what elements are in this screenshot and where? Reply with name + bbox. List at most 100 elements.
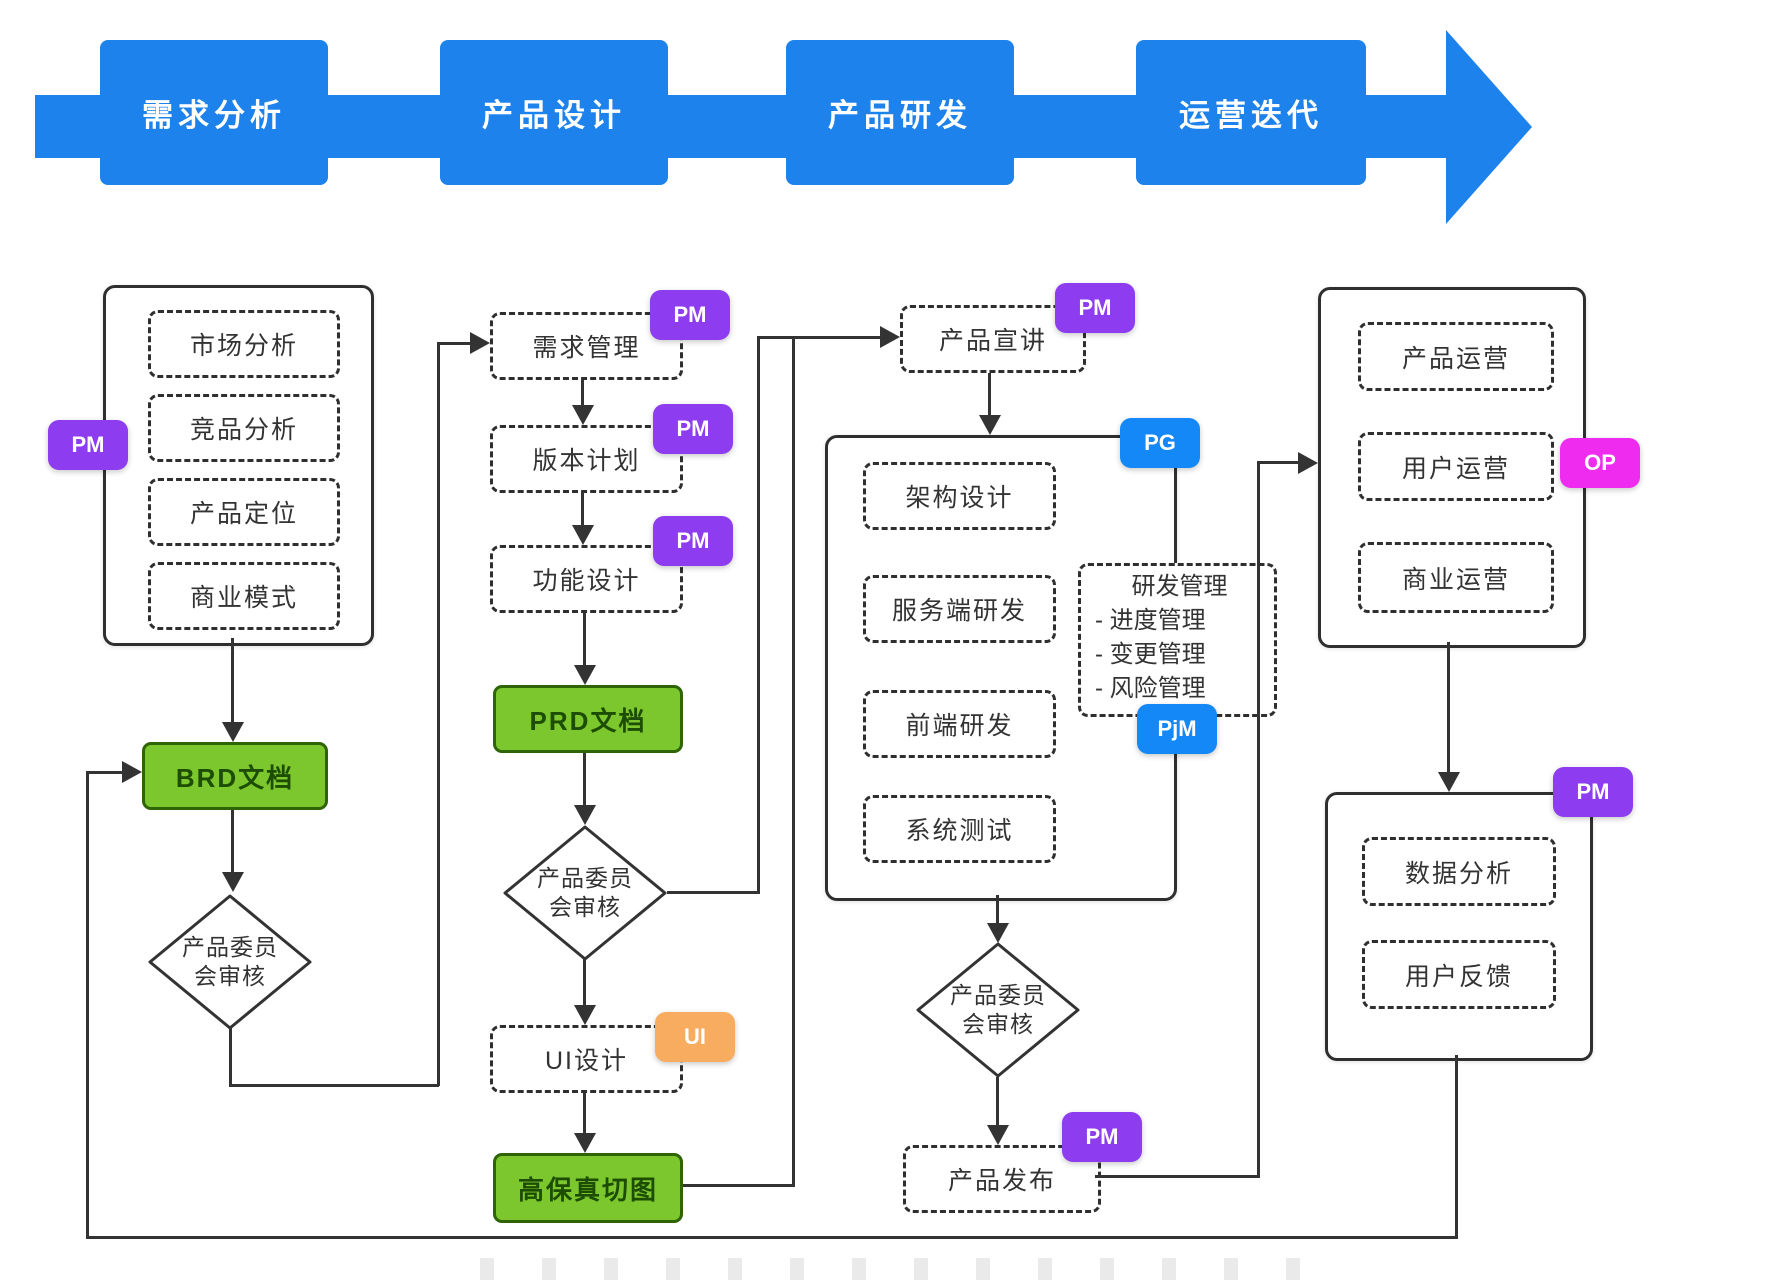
badge-label: PM [1576,779,1610,804]
box-label: 商业模式 [189,584,298,612]
connector-line [677,1184,795,1187]
connector-line [581,487,584,525]
arrow-down-icon [572,405,594,425]
arrow-down-icon [222,872,244,892]
connector-line [583,747,586,805]
box-label: 用户运营 [1401,454,1510,483]
box-label: 数据分析 [1404,859,1513,888]
timeline-arrowhead-icon [1446,30,1532,224]
connector-line [229,1028,232,1085]
business-operation-box: 商业运营 [1358,542,1554,613]
ui-badge: UI [655,1012,735,1062]
pg-badge: PG [1120,418,1200,468]
stage-operation-iteration: 运营迭代 [1136,40,1366,185]
box-label: - 进度管理 [1095,607,1206,634]
box-label: 功能设计 [532,567,641,595]
feature-design-box: 功能设计 [490,545,683,613]
stage-product-design: 产品设计 [440,40,668,185]
badge-label: PM [1078,295,1112,320]
connector-line [667,891,760,894]
pm-badge: PM [1553,767,1633,817]
stage-requirement-analysis: 需求分析 [100,40,328,185]
box-label: 产品运营 [1401,344,1510,373]
box-label: 商业运营 [1401,565,1510,594]
box-label: 版本计划 [532,447,641,475]
arrow-down-icon [572,525,594,545]
connector-line [583,959,586,1005]
box-label: 用户反馈 [1404,962,1513,991]
diamond-label: 会审核 [549,894,621,920]
review-diamond-2: 产品委员会审核 [503,825,667,961]
connector-line [437,342,470,345]
user-feedback-box: 用户反馈 [1362,940,1556,1009]
arrow-down-icon [574,805,596,825]
pm-badge: PM [1055,283,1135,333]
connector-line [757,336,880,339]
data-analysis-box: 数据分析 [1362,837,1556,906]
pm-badge: PM [650,290,730,340]
pjm-badge: PjM [1137,704,1217,754]
box-label: 产品发布 [947,1167,1056,1195]
box-label: 前端研发 [905,712,1014,740]
connector-line [229,1084,439,1087]
arrow-down-icon [222,722,244,742]
arrow-right-icon [122,761,142,783]
pm-badge: PM [1062,1112,1142,1162]
connector-line [1257,461,1260,1177]
connector-line [86,772,89,1238]
badge-label: OP [1584,450,1616,475]
box-label: 需求管理 [532,334,641,362]
system-testing-box: 系统测试 [863,795,1056,863]
connector-line [988,367,991,415]
pm-badge: PM [48,420,128,470]
connector-line [1447,642,1450,772]
connector-line [231,804,234,872]
box-label: UI设计 [544,1047,628,1075]
version-plan-box: 版本计划 [490,425,683,493]
stage-product-development: 产品研发 [786,40,1014,185]
connector-line [231,638,234,722]
product-operation-box: 产品运营 [1358,322,1554,391]
arrow-right-icon [880,326,900,348]
review-diamond-1: 产品委员会审核 [148,894,312,1030]
badge-label: PM [1085,1124,1119,1149]
diamond-label: 产品委员 [950,982,1046,1008]
box-label: 服务端研发 [891,597,1027,625]
stage-label: 运营迭代 [1179,98,1323,133]
box-label: 高保真切图 [517,1174,658,1205]
ui-design-box: UI设计 [490,1025,683,1093]
connector-line [996,1077,999,1125]
competitor-analysis-box: 竞品分析 [148,394,340,462]
business-model-box: 商业模式 [148,562,340,630]
badge-label: UI [684,1024,706,1049]
watermark-row [480,1258,1310,1280]
connector-line [792,336,795,1185]
connector-line [86,1236,1458,1239]
connector-line [757,336,760,893]
box-label: 研发管理 [1131,573,1228,600]
market-analysis-box: 市场分析 [148,310,340,378]
pm-badge: PM [653,404,733,454]
connector-line [86,771,122,774]
diamond-label: 会审核 [962,1011,1034,1037]
connector-line [1257,461,1298,464]
box-label: - 风险管理 [1095,675,1206,702]
arrow-right-icon [1298,452,1318,474]
stage-label: 产品设计 [482,98,626,133]
box-label: 产品宣讲 [938,327,1047,355]
product-positioning-box: 产品定位 [148,478,340,546]
box-label: PRD文档 [529,705,647,736]
box-label: 系统测试 [905,817,1014,845]
connector-line [1455,1055,1458,1239]
connector-line [583,1087,586,1133]
badge-label: PM [71,432,105,457]
box-label: 竞品分析 [189,416,298,444]
pm-badge: PM [653,516,733,566]
connector-line [1095,1175,1260,1178]
iteration-group-container [1325,792,1593,1061]
box-label: 市场分析 [189,332,298,360]
box-label: - 变更管理 [1095,641,1206,668]
stage-label: 需求分析 [142,98,286,133]
arrow-down-icon [574,1005,596,1025]
